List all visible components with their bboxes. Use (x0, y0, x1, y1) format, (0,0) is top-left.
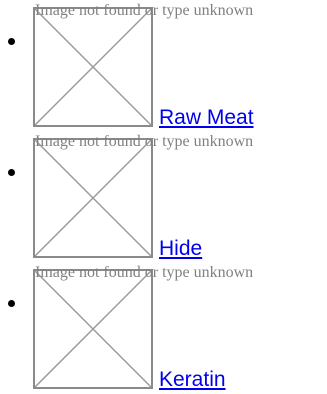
bullet-icon (8, 169, 15, 176)
broken-image-icon (33, 269, 153, 389)
item-link-hide[interactable]: Hide (159, 237, 203, 260)
broken-image-icon (33, 7, 153, 127)
item-link-raw-meat[interactable]: Raw Meat (159, 106, 254, 129)
list-item: Image not found or type unknown Keratin (0, 262, 327, 393)
list-item: Image not found or type unknown Hide (0, 131, 327, 262)
list-item: Image not found or type unknown Raw Meat (0, 0, 327, 131)
bullet-icon (8, 300, 15, 307)
bullet-icon (8, 38, 15, 45)
item-link-keratin[interactable]: Keratin (159, 368, 226, 391)
broken-image-icon (33, 138, 153, 258)
